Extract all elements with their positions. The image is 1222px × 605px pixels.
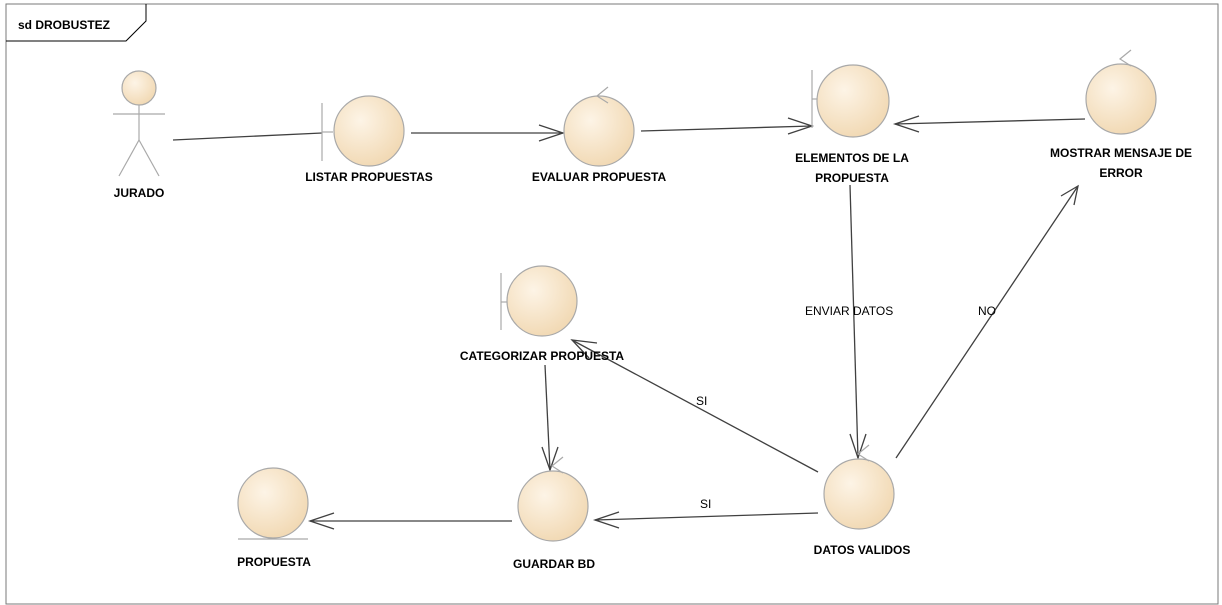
arrowhead-guardar bbox=[592, 511, 620, 529]
arrowhead-propuesta bbox=[307, 512, 335, 530]
edge-datos-guardar bbox=[594, 512, 819, 521]
label-mostrar-mensaje-error: MOSTRAR MENSAJE DE ERROR bbox=[1026, 143, 1216, 183]
edge-label-no: NO bbox=[978, 304, 996, 318]
boundary-listar-propuestas-icon bbox=[321, 95, 405, 167]
edge-datos-categorizar bbox=[571, 339, 819, 473]
frame-title-tab bbox=[6, 4, 147, 42]
control-evaluar-propuesta-icon bbox=[563, 86, 635, 167]
label-elementos-propuesta: ELEMENTOS DE LA PROPUESTA bbox=[762, 148, 942, 188]
edge-datos-error bbox=[895, 185, 1079, 459]
edge-evaluar-elementos bbox=[640, 125, 813, 132]
label-propuesta: PROPUESTA bbox=[237, 555, 311, 569]
control-guardar-bd-icon bbox=[517, 456, 589, 542]
boundary-elementos-propuesta-icon bbox=[811, 64, 890, 138]
entity-propuesta-icon bbox=[237, 467, 309, 540]
arrowhead-elementos-from-error bbox=[892, 115, 920, 133]
actor-jurado-icon bbox=[113, 70, 165, 177]
edges bbox=[172, 115, 1086, 530]
arrowhead-guardar-from-categorizar bbox=[541, 446, 559, 472]
control-datos-validos-icon bbox=[823, 444, 895, 530]
arrowhead-categorizar bbox=[570, 339, 598, 359]
edge-jurado-listar bbox=[172, 132, 323, 141]
boundary-categorizar-propuesta-icon bbox=[500, 265, 578, 337]
edge-error-elementos bbox=[894, 118, 1086, 125]
label-error-line1: MOSTRAR MENSAJE DE bbox=[1049, 146, 1192, 160]
edge-label-si-categorizar: SI bbox=[696, 394, 708, 408]
arrowhead-datos bbox=[849, 433, 867, 461]
label-categorizar-propuesta: CATEGORIZAR PROPUESTA bbox=[459, 349, 625, 363]
edge-label-enviar-datos: ENVIAR DATOS bbox=[805, 304, 894, 318]
label-datos-validos: DATOS VALIDOS bbox=[813, 543, 911, 557]
arrowhead-error bbox=[1060, 184, 1079, 206]
label-evaluar-propuesta: EVALUAR PROPUESTA bbox=[531, 170, 667, 184]
label-elementos-line2: PROPUESTA bbox=[815, 171, 889, 185]
frame-title: sd DROBUSTEZ bbox=[18, 18, 111, 32]
diagram-frame bbox=[5, 3, 1219, 605]
edge-elementos-datos bbox=[849, 184, 859, 459]
label-guardar-bd: GUARDAR BD bbox=[513, 557, 595, 571]
arrowhead-evaluar bbox=[538, 124, 566, 142]
control-mostrar-mensaje-error-icon bbox=[1085, 49, 1157, 135]
label-error-line2: ERROR bbox=[1099, 166, 1143, 180]
label-listar-propuestas: LISTAR PROPUESTAS bbox=[305, 170, 433, 184]
edge-categorizar-guardar bbox=[544, 364, 551, 471]
edge-label-si-guardar: SI bbox=[700, 497, 712, 511]
label-jurado: JURADO bbox=[113, 186, 165, 200]
label-elementos-line1: ELEMENTOS DE LA bbox=[795, 151, 909, 165]
